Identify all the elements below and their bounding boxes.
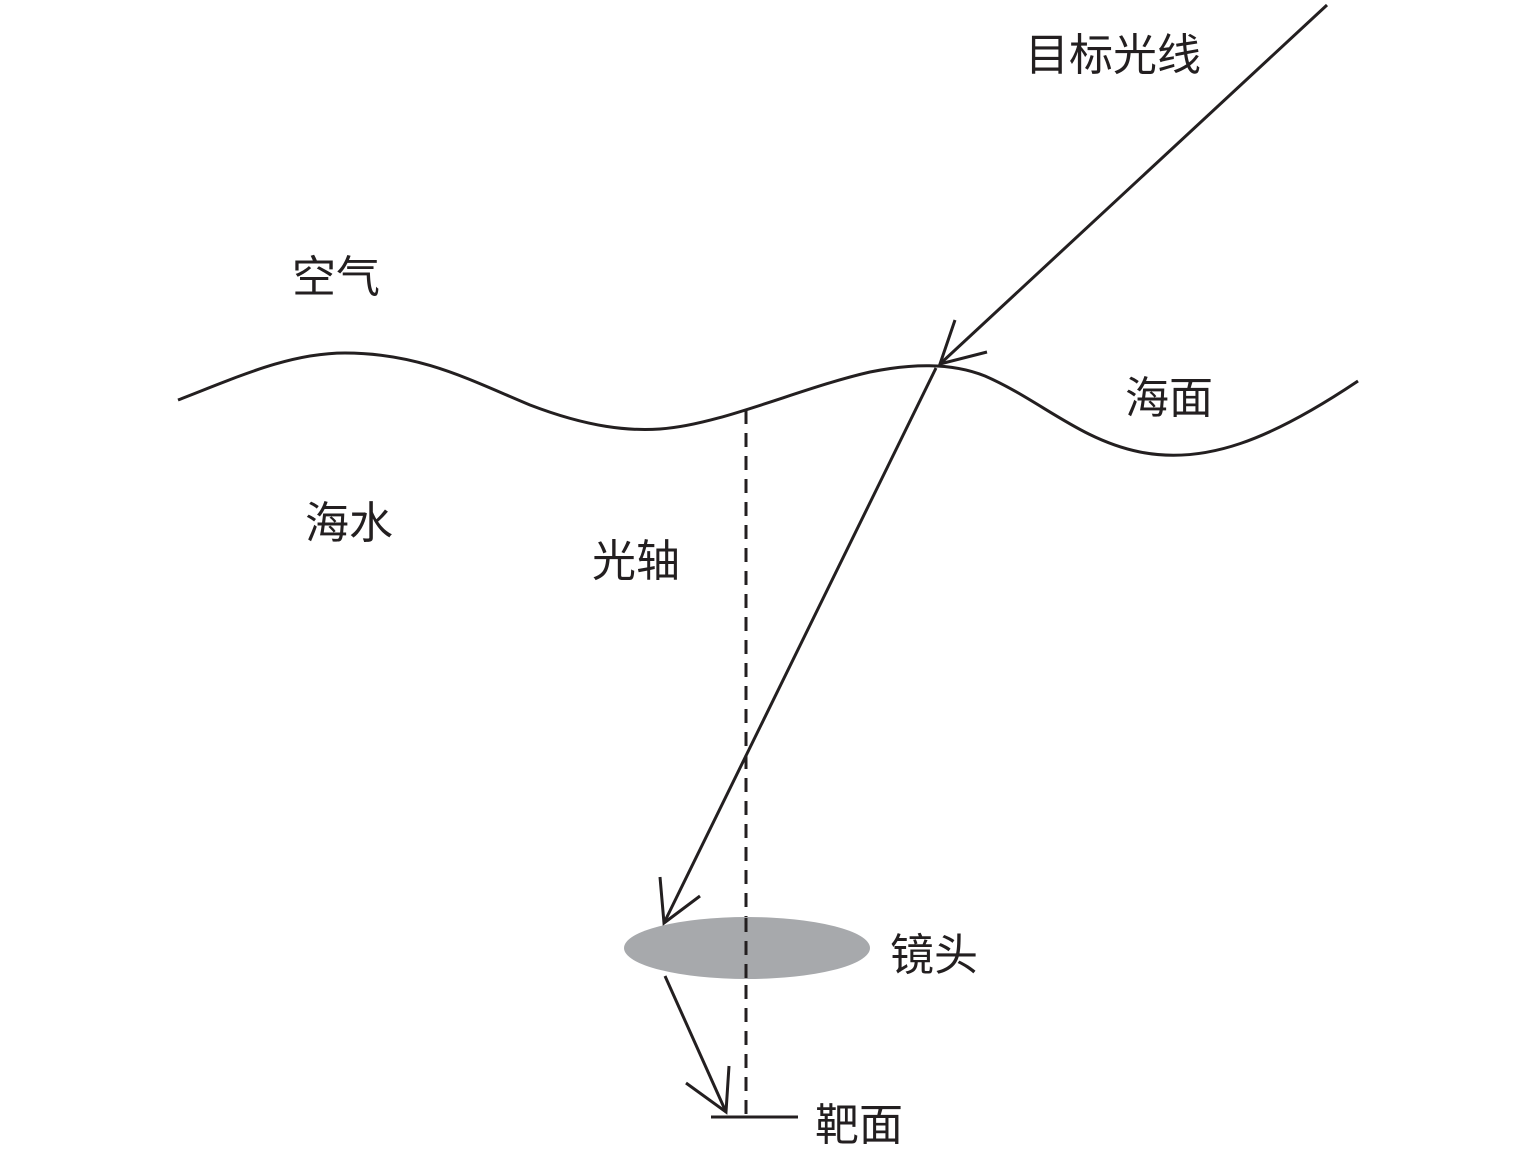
target-plane-label: 靶面 [815,1100,903,1151]
incident-ray-arrowhead [937,319,988,367]
sea-surface-wave [177,351,1359,457]
air-label: 空气 [292,252,380,303]
refracted-ray [662,367,938,924]
seawater-label: 海水 [305,498,393,549]
sea-surface-label: 海面 [1125,373,1213,424]
incident-ray [938,3,1329,366]
image-ray [663,975,728,1113]
optical-axis-label: 光轴 [592,536,680,587]
image-ray-arrowhead [685,1065,731,1115]
lens-label: 镜头 [890,930,978,981]
refracted-ray-arrowhead [658,876,701,926]
target-ray-label: 目标光线 [1025,30,1201,81]
